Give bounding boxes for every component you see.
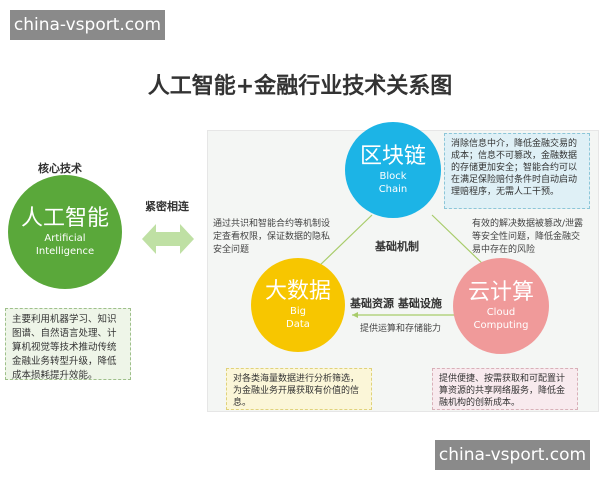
center-label: 基础机制	[375, 240, 419, 253]
ai-cn: 人工智能	[20, 206, 109, 231]
blockchain-circle: 区块链 Block Chain	[345, 122, 441, 218]
watermark-top: china-vsport.com	[10, 10, 165, 40]
bigdata-desc: 对各类海量数据进行分析筛选，为金融业务开展获取有价值的信息。	[226, 368, 372, 410]
connector-lines	[316, 214, 488, 318]
blockchain-en1: Block	[379, 171, 407, 182]
ai-en2: Intelligence	[35, 246, 95, 257]
core-tech-heading: 核心技术	[38, 162, 82, 175]
cloud-en1: Cloud	[486, 307, 516, 318]
cloud-desc: 提供便捷、按需获取和可配置计算资源的共享网络服务，降低金融机构的创新成本。	[432, 368, 578, 410]
link-label: 紧密相连	[145, 200, 189, 213]
blockchain-en2: Chain	[378, 184, 408, 195]
cloud-cn: 云计算	[467, 280, 534, 305]
double-arrow-icon	[142, 224, 194, 254]
watermark-bottom: china-vsport.com	[435, 440, 590, 470]
ai-en1: Artificial	[44, 233, 86, 244]
page-title: 人工智能+金融行业技术关系图	[147, 74, 453, 99]
right-relation-text: 有效的解决数据被篡改/泄露等安全性问题，降低金融交易中存在的风险	[472, 219, 584, 255]
bigdata-en1: Big	[290, 306, 306, 317]
cloud-circle: 云计算 Cloud Computing	[453, 258, 549, 354]
bottom-text: 提供运算和存储能力	[360, 324, 442, 334]
blockchain-desc: 消除信息中介，降低金融交易的成本；信息不可篡改，金融数据的存储更加安全；智能合约…	[444, 133, 590, 209]
bigdata-circle: 大数据 Big Data	[251, 258, 345, 352]
cloud-en2: Computing	[473, 320, 529, 331]
bigdata-cn: 大数据	[264, 279, 331, 304]
bigdata-en2: Data	[286, 319, 310, 330]
blockchain-cn: 区块链	[359, 144, 426, 169]
bottom-label: 基础资源 基础设施	[350, 297, 442, 310]
left-relation-text: 通过共识和智能合约等机制设定查看权限，保证数据的隐私安全问题	[213, 219, 331, 255]
ai-circle: 人工智能 Artificial Intelligence	[8, 175, 122, 289]
ai-desc: 主要利用机器学习、知识图谱、自然语言处理、计算机视觉等技术推动传统金融业务转型升…	[5, 308, 131, 381]
